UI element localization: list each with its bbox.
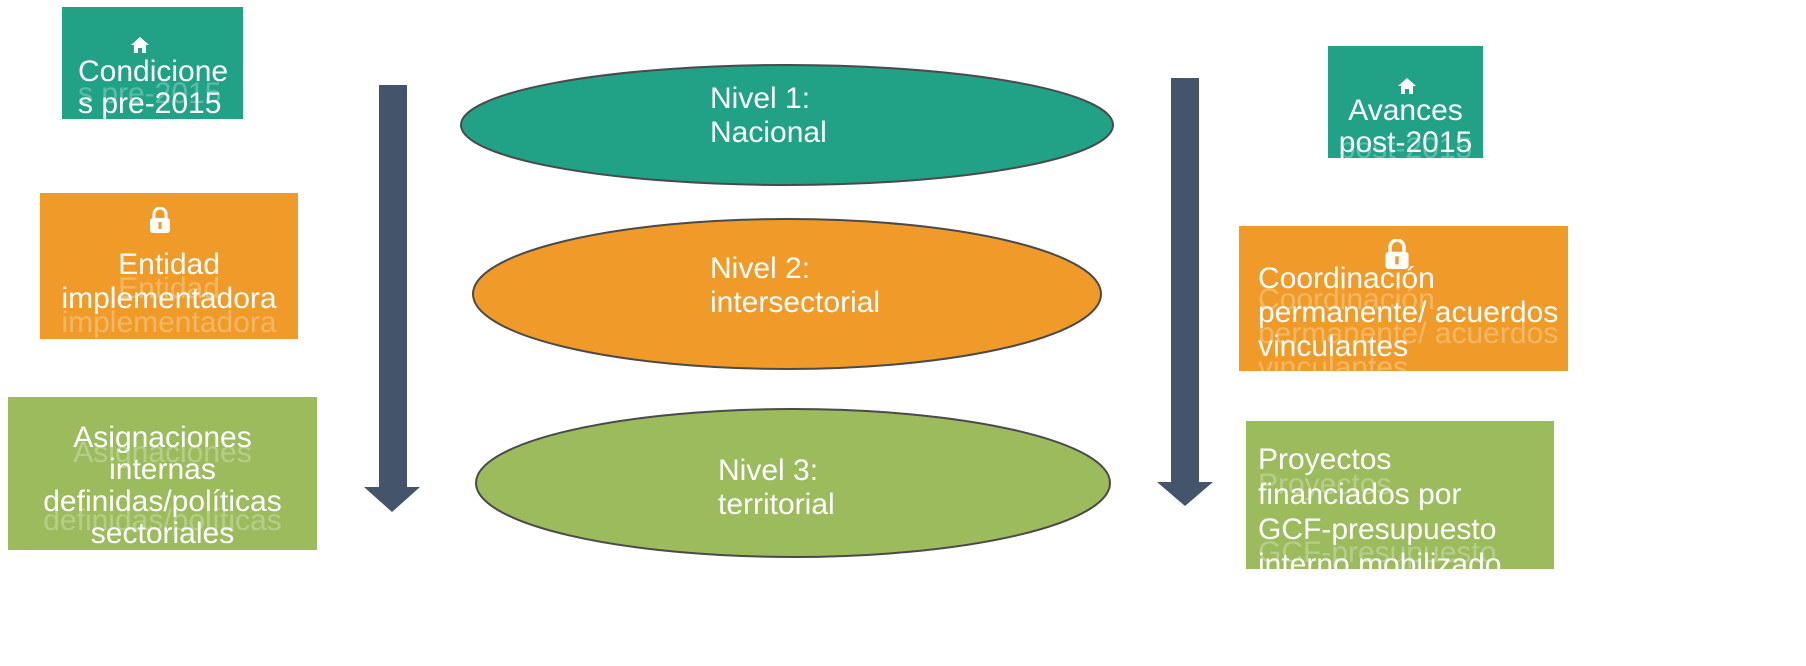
left-arrow-head: [364, 487, 420, 512]
asignaciones-box: [8, 397, 317, 550]
nivel-3-ellipse: [475, 408, 1111, 558]
nivel-2-ellipse: [472, 218, 1102, 370]
coordinacion-ghost: Coordinación permanente/ acuerdos vincul…: [1258, 283, 1559, 384]
home-icon: [131, 37, 149, 58]
entidad-ghost: Entidad implementadora: [61, 272, 277, 339]
left-arrow-shaft: [379, 85, 407, 487]
proyectos-label: Proyectos financiados por GCF-presupuest…: [1258, 443, 1502, 581]
pre-2015-box: [62, 7, 243, 119]
right-arrow-shaft: [1171, 78, 1199, 482]
lock-icon: [149, 206, 171, 238]
entidad-box: [40, 193, 298, 339]
entidad-label: Entidad implementadora: [61, 248, 277, 315]
pre-2015-label: Condicione s pre-2015: [78, 55, 229, 120]
right-arrow-head: [1157, 482, 1213, 506]
pre-2015-ghost: s pre-2015: [78, 77, 222, 110]
nivel-1-label: Nivel 1: Nacional: [710, 82, 827, 149]
home-icon: [1398, 78, 1416, 99]
proyectos-ghost: Proyectos GCF-presupuesto interno mobili…: [1258, 468, 1502, 603]
asignaciones-label: Asignaciones internas definidas/política…: [43, 421, 282, 550]
nivel-3-label: Nivel 3: territorial: [718, 454, 835, 521]
lock-icon: [1382, 238, 1412, 274]
nivel-2-label: Nivel 2: intersectorial: [710, 252, 881, 319]
nivel-1-ellipse: [460, 64, 1114, 186]
proyectos-box: [1246, 421, 1554, 569]
asignaciones-ghost: Asignaciones definidas/políticas: [43, 436, 282, 537]
post-2015-ghost: post-2015: [1338, 132, 1473, 165]
coordinacion-label: Coordinación permanente/ acuerdos vincul…: [1258, 262, 1559, 363]
post-2015-label: Avances post-2015: [1338, 94, 1473, 159]
post-2015-box: [1328, 46, 1483, 158]
